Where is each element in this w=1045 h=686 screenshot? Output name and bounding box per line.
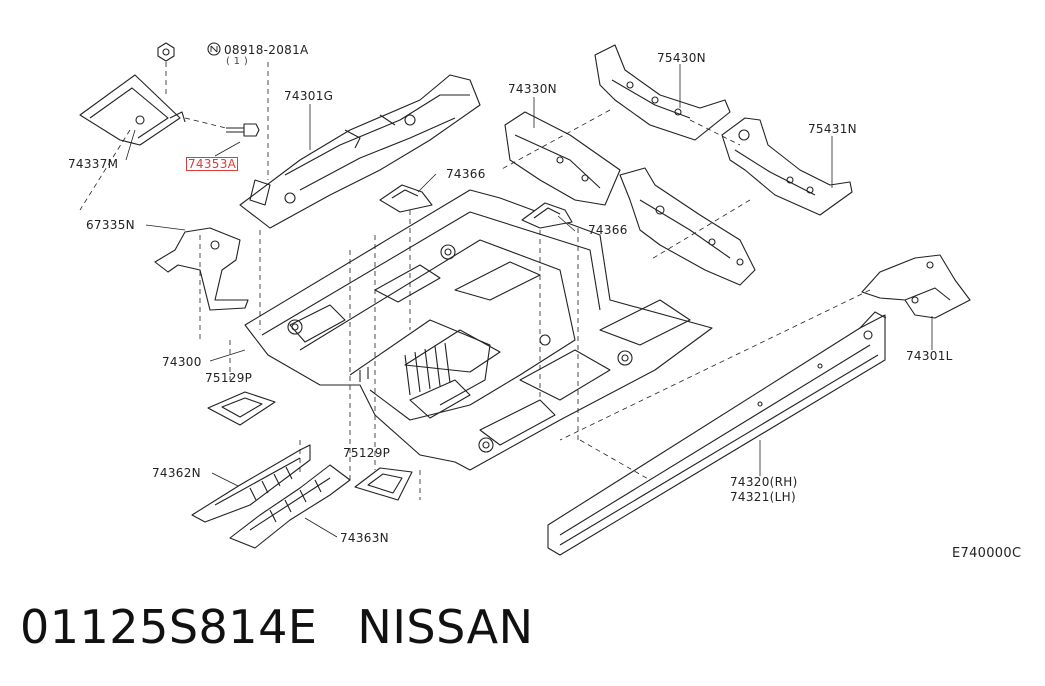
assembly-lines bbox=[79, 62, 871, 500]
floor-panel-74300 bbox=[244, 189, 713, 471]
callout-74300: 74300 bbox=[162, 355, 202, 369]
member-75431N bbox=[721, 117, 853, 216]
brand-name: NISSAN bbox=[357, 600, 534, 654]
callout-74366-right: 74366 bbox=[588, 223, 628, 237]
callout-74362N: 74362N bbox=[152, 466, 201, 480]
callout-74321-lh: 74321(LH) bbox=[730, 490, 796, 504]
callout-74301L: 74301L bbox=[906, 349, 953, 363]
callout-74337M: 74337M bbox=[68, 157, 119, 171]
reinforcement-74363N bbox=[229, 464, 351, 549]
bracket-74337M bbox=[79, 74, 186, 146]
member-74330N bbox=[504, 111, 621, 206]
side-sill-74320-74321 bbox=[547, 311, 887, 556]
callout-75430N: 75430N bbox=[657, 51, 706, 65]
part-number: 01125S814E bbox=[20, 600, 318, 654]
callout-67335N: 67335N bbox=[86, 218, 135, 232]
callout-nut-part: 08918-2081A bbox=[224, 43, 309, 57]
member-75430N bbox=[594, 44, 731, 141]
member-crossmember bbox=[619, 167, 756, 286]
callout-74320-rh: 74320(RH) bbox=[730, 475, 798, 489]
diagram-code: E740000C bbox=[952, 546, 1022, 561]
rear-floor-panel-74301L bbox=[861, 254, 971, 319]
callout-74366-left: 74366 bbox=[446, 167, 486, 181]
nut-08918-2081A bbox=[157, 42, 221, 62]
leader-lines bbox=[125, 64, 933, 538]
bracket-74366-right bbox=[521, 202, 573, 229]
bolt bbox=[226, 123, 260, 137]
floor-panel-parts-diagram bbox=[79, 42, 971, 556]
plate-75129P-left bbox=[207, 391, 276, 426]
bracket-74366-left bbox=[379, 184, 433, 213]
front-floor-panel-74301G bbox=[239, 74, 481, 229]
plate-75129P-right bbox=[354, 467, 413, 501]
bracket-67335N bbox=[154, 227, 249, 311]
callout-75129P-right: 75129P bbox=[343, 446, 391, 460]
callout-75129P-left: 75129P bbox=[205, 371, 253, 385]
callout-75431N: 75431N bbox=[808, 122, 857, 136]
callout-74353A-highlighted: 74353A bbox=[186, 157, 239, 171]
callout-nut-qty: ( 1 ) bbox=[226, 56, 249, 67]
callout-74301G: 74301G bbox=[284, 89, 334, 103]
caption: 01125S814E NISSAN bbox=[20, 600, 534, 654]
reinforcement-74362N bbox=[191, 444, 311, 523]
callout-74330N: 74330N bbox=[508, 82, 557, 96]
callout-74363N: 74363N bbox=[340, 531, 389, 545]
